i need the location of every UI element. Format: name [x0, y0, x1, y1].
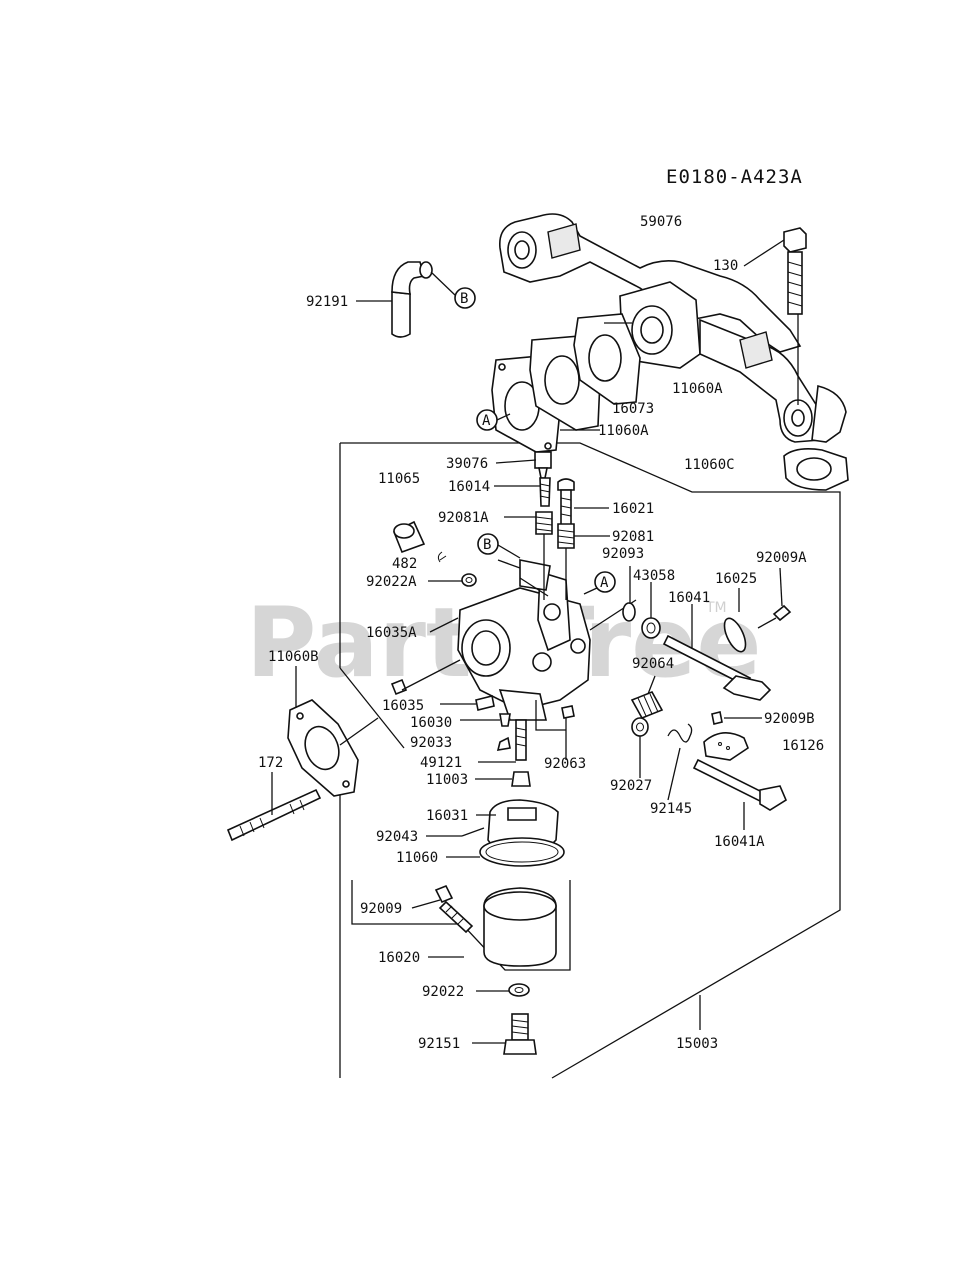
label-16020: 16020	[378, 950, 420, 966]
label-16014: 16014	[448, 479, 490, 495]
label-130: 130	[713, 258, 738, 274]
label-172: 172	[258, 755, 283, 771]
label-16025: 16025	[715, 571, 757, 587]
label-16041: 16041	[668, 590, 710, 606]
label-16035: 16035	[382, 698, 424, 714]
label-92022: 92022	[422, 984, 464, 1000]
label-16126: 16126	[782, 738, 824, 754]
label-11060: 11060	[396, 850, 438, 866]
gasket-11060B	[287, 699, 359, 797]
label-92009A: 92009A	[756, 550, 807, 566]
oring-92093	[622, 602, 636, 622]
collar-11065	[392, 520, 426, 554]
label-92063: 92063	[544, 756, 586, 772]
label-11065: 11065	[378, 471, 420, 487]
part-labels: 59076 130 92191 11060A 16073 11060A 1106…	[258, 214, 824, 1052]
carburetor-body	[457, 559, 637, 721]
label-92022A: 92022A	[366, 574, 417, 590]
label-482: 482	[392, 556, 417, 572]
label-16041A: 16041A	[714, 834, 765, 850]
clip-482	[437, 551, 447, 563]
gaskets-intake	[491, 313, 641, 453]
stud-172	[226, 788, 322, 842]
bolt-130	[783, 227, 807, 405]
callout-A-2-letter: A	[600, 575, 609, 591]
seal-43058	[641, 617, 661, 639]
label-92081A: 92081A	[438, 510, 489, 526]
leader-lines	[271, 239, 785, 1044]
jets	[390, 678, 575, 787]
label-92033: 92033	[410, 735, 452, 751]
idle-screw-92064	[630, 690, 664, 720]
label-92064: 92064	[632, 656, 674, 672]
breather-tube	[391, 261, 433, 338]
label-92145: 92145	[650, 801, 692, 817]
intake-manifold	[498, 213, 847, 443]
label-92093: 92093	[602, 546, 644, 562]
gasket-11060C	[783, 448, 849, 491]
callout-B-1-letter: B	[460, 291, 468, 307]
float-bowl	[351, 880, 571, 971]
label-92191: 92191	[306, 294, 348, 310]
springs	[535, 511, 575, 600]
callout-B-1: B	[454, 287, 476, 309]
label-16035A: 16035A	[366, 625, 417, 641]
needle-39076	[534, 451, 552, 479]
label-11060A-1: 11060A	[672, 381, 723, 397]
label-92043: 92043	[376, 829, 418, 845]
label-15003: 15003	[676, 1036, 718, 1052]
float-assembly	[461, 799, 565, 867]
label-43058: 43058	[633, 568, 675, 584]
callout-A-2: A	[594, 571, 616, 593]
callout-B-2-letter: B	[483, 537, 491, 553]
label-92151: 92151	[418, 1036, 460, 1052]
label-16030: 16030	[410, 715, 452, 731]
label-11060B: 11060B	[268, 649, 319, 665]
label-16031: 16031	[426, 808, 468, 824]
label-11060A-2: 11060A	[598, 423, 649, 439]
label-59076: 59076	[640, 214, 682, 230]
throttle-shaft	[662, 604, 792, 701]
label-92081: 92081	[612, 529, 654, 545]
callout-A-1-letter: A	[482, 413, 491, 429]
label-92009: 92009	[360, 901, 402, 917]
watermark-trademark: TM	[705, 600, 727, 616]
label-16021: 16021	[612, 501, 654, 517]
label-39076: 39076	[446, 456, 488, 472]
screws-pilot	[539, 477, 575, 527]
label-92009B: 92009B	[764, 711, 815, 727]
callout-B-2: B	[477, 533, 499, 555]
spring-92145	[667, 723, 693, 743]
callout-A-1: A	[476, 409, 498, 431]
washer-92022A	[461, 573, 477, 587]
washer-92027	[631, 717, 649, 737]
label-49121: 49121	[420, 755, 462, 771]
choke-assembly	[692, 711, 788, 811]
label-16073: 16073	[612, 401, 654, 417]
diagram-code: E0180-A423A	[666, 166, 803, 188]
label-92027: 92027	[610, 778, 652, 794]
label-11060C: 11060C	[684, 457, 735, 473]
label-11003: 11003	[426, 772, 468, 788]
drain-bolt	[503, 983, 537, 1055]
